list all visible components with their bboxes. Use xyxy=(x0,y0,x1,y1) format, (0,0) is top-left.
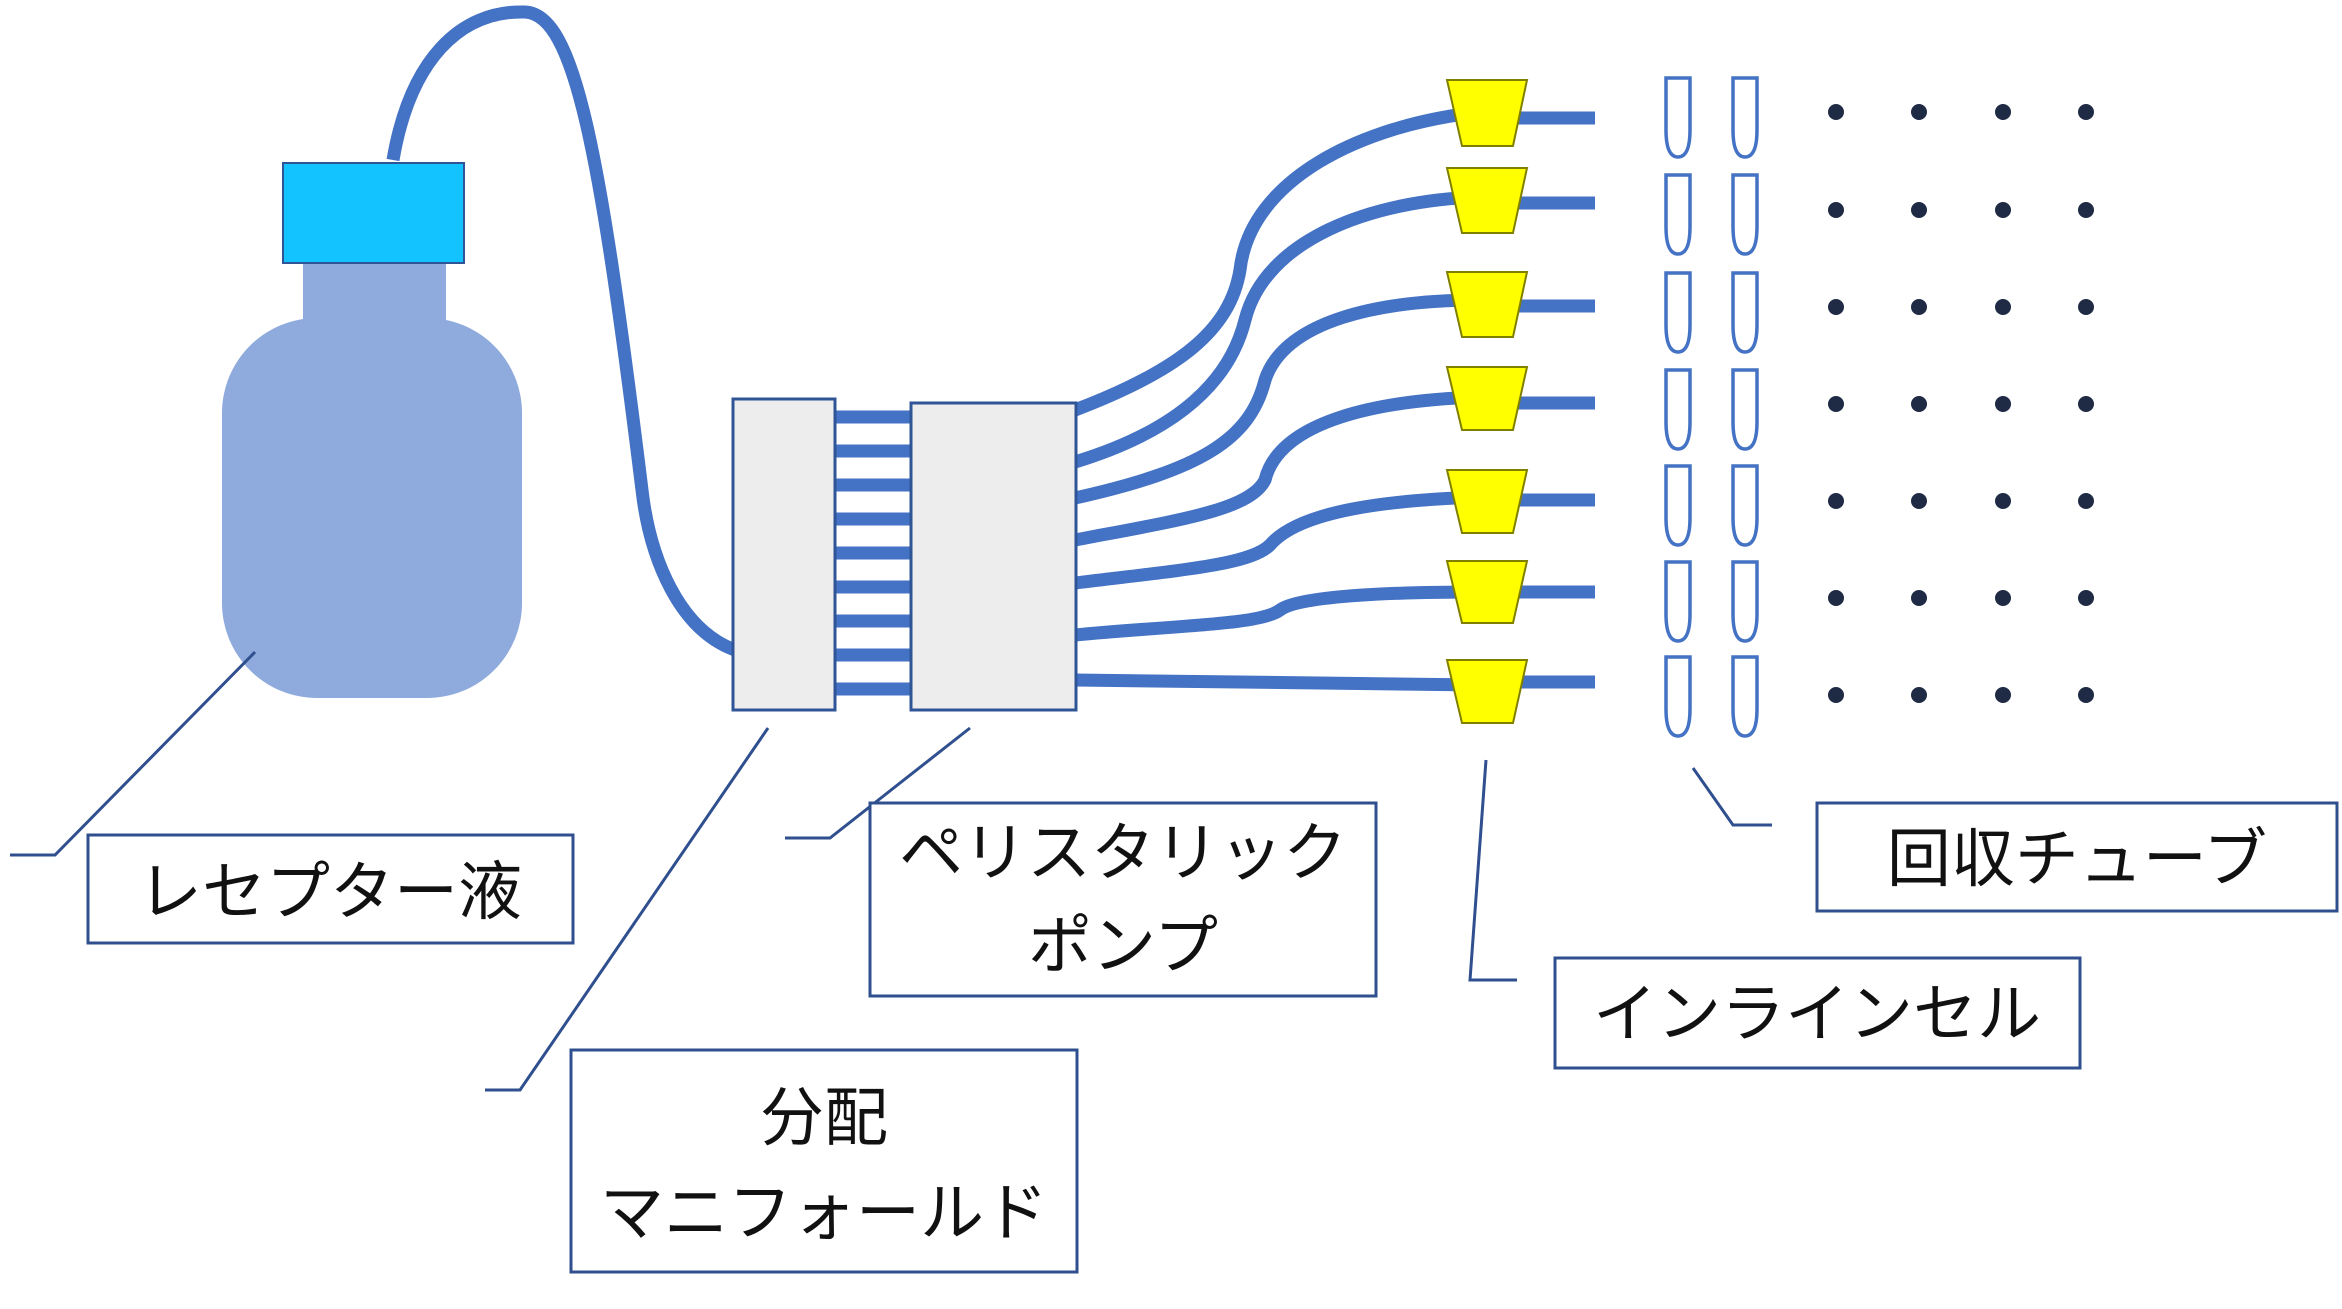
trapezoid-cell-icon xyxy=(1445,560,1529,624)
well-dot-icon xyxy=(2078,396,2094,412)
collection-tube-label: 回収チューブ xyxy=(1887,823,2267,897)
leader-line-pump xyxy=(785,726,971,840)
collection-tube-icon xyxy=(1731,368,1759,451)
reservoir-bottle-icon xyxy=(222,162,522,698)
collection-tube-icon xyxy=(1664,173,1692,256)
well-dot-icon xyxy=(1911,202,1927,218)
well-dot-icon xyxy=(1828,299,1844,315)
well-dot-icon xyxy=(1828,396,1844,412)
well-dot-icon xyxy=(1995,104,2011,120)
well-dot-icon xyxy=(1995,299,2011,315)
well-dot-icon xyxy=(2078,299,2094,315)
leader-line-inline-cell xyxy=(1468,759,1517,982)
bottle-neck xyxy=(303,258,446,348)
output-tube xyxy=(1074,673,1481,692)
output-tube xyxy=(1074,585,1481,642)
collection-tube-icon xyxy=(1664,464,1692,547)
receptor-label: レセプター液 xyxy=(138,856,522,930)
well-dot-icon xyxy=(2078,202,2094,218)
well-dot-icon xyxy=(1828,202,1844,218)
collection-tube-icon xyxy=(1731,464,1759,547)
label-box xyxy=(868,801,1378,998)
pump-label-line2: ポンプ xyxy=(1028,910,1218,984)
well-dot-icon xyxy=(1828,590,1844,606)
well-dot-icon xyxy=(1995,493,2011,509)
well-dot-icon xyxy=(1995,202,2011,218)
collection-tube-icon xyxy=(1664,560,1692,643)
output-tube xyxy=(1073,190,1481,469)
manifold-pump-connectors xyxy=(834,410,912,696)
output-tube xyxy=(1073,293,1481,505)
well-dot-icon xyxy=(1828,687,1844,703)
well-dot-icon xyxy=(1911,299,1927,315)
label-collection-tube: 回収チューブ xyxy=(1815,801,2339,913)
trapezoid-cell-icon xyxy=(1445,167,1529,234)
label-box xyxy=(1553,956,2082,1070)
label-manifold: 分配 マニフォールド xyxy=(569,1048,1079,1274)
label-box xyxy=(569,1048,1079,1274)
trapezoid-cell-icon xyxy=(1445,79,1529,147)
well-dot-icon xyxy=(1911,396,1927,412)
leader-line-receptor xyxy=(10,650,257,857)
leader-lines xyxy=(10,650,1772,1092)
trapezoid-cell-icon xyxy=(1445,659,1529,724)
well-dot-icon xyxy=(1911,493,1927,509)
trapezoid-cell-icon xyxy=(1445,469,1529,534)
peristaltic-pump xyxy=(909,401,1078,712)
leader-line-collection-tube xyxy=(1691,767,1772,827)
collection-tube-icon xyxy=(1664,655,1692,738)
trapezoid-cell-icon xyxy=(1445,271,1529,338)
well-dot-icon xyxy=(1995,396,2011,412)
well-dot-icon xyxy=(2078,590,2094,606)
output-tube xyxy=(1074,490,1481,590)
cell-outlet-tubes xyxy=(1510,111,1595,689)
manifold-label-line2: マニフォールド xyxy=(600,1177,1048,1251)
collection-tube-icon xyxy=(1664,368,1692,451)
well-dot-icon xyxy=(1995,687,2011,703)
inline-cell-label: インラインセル xyxy=(1593,978,2041,1052)
label-box xyxy=(1815,801,2339,913)
distribution-manifold xyxy=(731,397,837,712)
well-dot-icon xyxy=(2078,687,2094,703)
collection-tube-icon xyxy=(1731,173,1759,256)
inline-cells xyxy=(1445,79,1529,724)
bottle-body xyxy=(222,318,522,698)
feed-tube xyxy=(386,5,738,657)
manifold-label-line1: 分配 xyxy=(760,1082,888,1156)
leader-line-manifold xyxy=(485,727,770,1092)
label-pump: ペリスタリック ポンプ xyxy=(868,801,1378,998)
collection-tubes xyxy=(1664,76,1759,738)
collection-tube-icon xyxy=(1731,271,1759,354)
well-dot-icon xyxy=(1828,104,1844,120)
well-dot-icon xyxy=(1911,590,1927,606)
label-inline-cell: インラインセル xyxy=(1553,956,2082,1070)
collection-tube-icon xyxy=(1664,271,1692,354)
collection-tube-icon xyxy=(1664,76,1692,159)
well-dot-icon xyxy=(2078,493,2094,509)
output-tube xyxy=(1073,390,1481,547)
well-dot-icon xyxy=(1911,687,1927,703)
well-dot-icon xyxy=(1828,493,1844,509)
well-dot-icon xyxy=(1995,590,2011,606)
pump-output-tubes xyxy=(1072,105,1481,692)
collection-tube-icon xyxy=(1731,655,1759,738)
label-receptor: レセプター液 xyxy=(86,833,575,945)
well-dot-icon xyxy=(1911,104,1927,120)
pump-label-line1: ペリスタリック xyxy=(899,817,1347,891)
well-dot-grid xyxy=(1828,104,2094,703)
collection-tube-icon xyxy=(1731,560,1759,643)
well-dot-icon xyxy=(2078,104,2094,120)
bottle-cap xyxy=(282,162,465,264)
trapezoid-cell-icon xyxy=(1445,366,1529,431)
output-tube xyxy=(1072,105,1481,417)
label-box xyxy=(86,833,575,945)
collection-tube-icon xyxy=(1731,76,1759,159)
